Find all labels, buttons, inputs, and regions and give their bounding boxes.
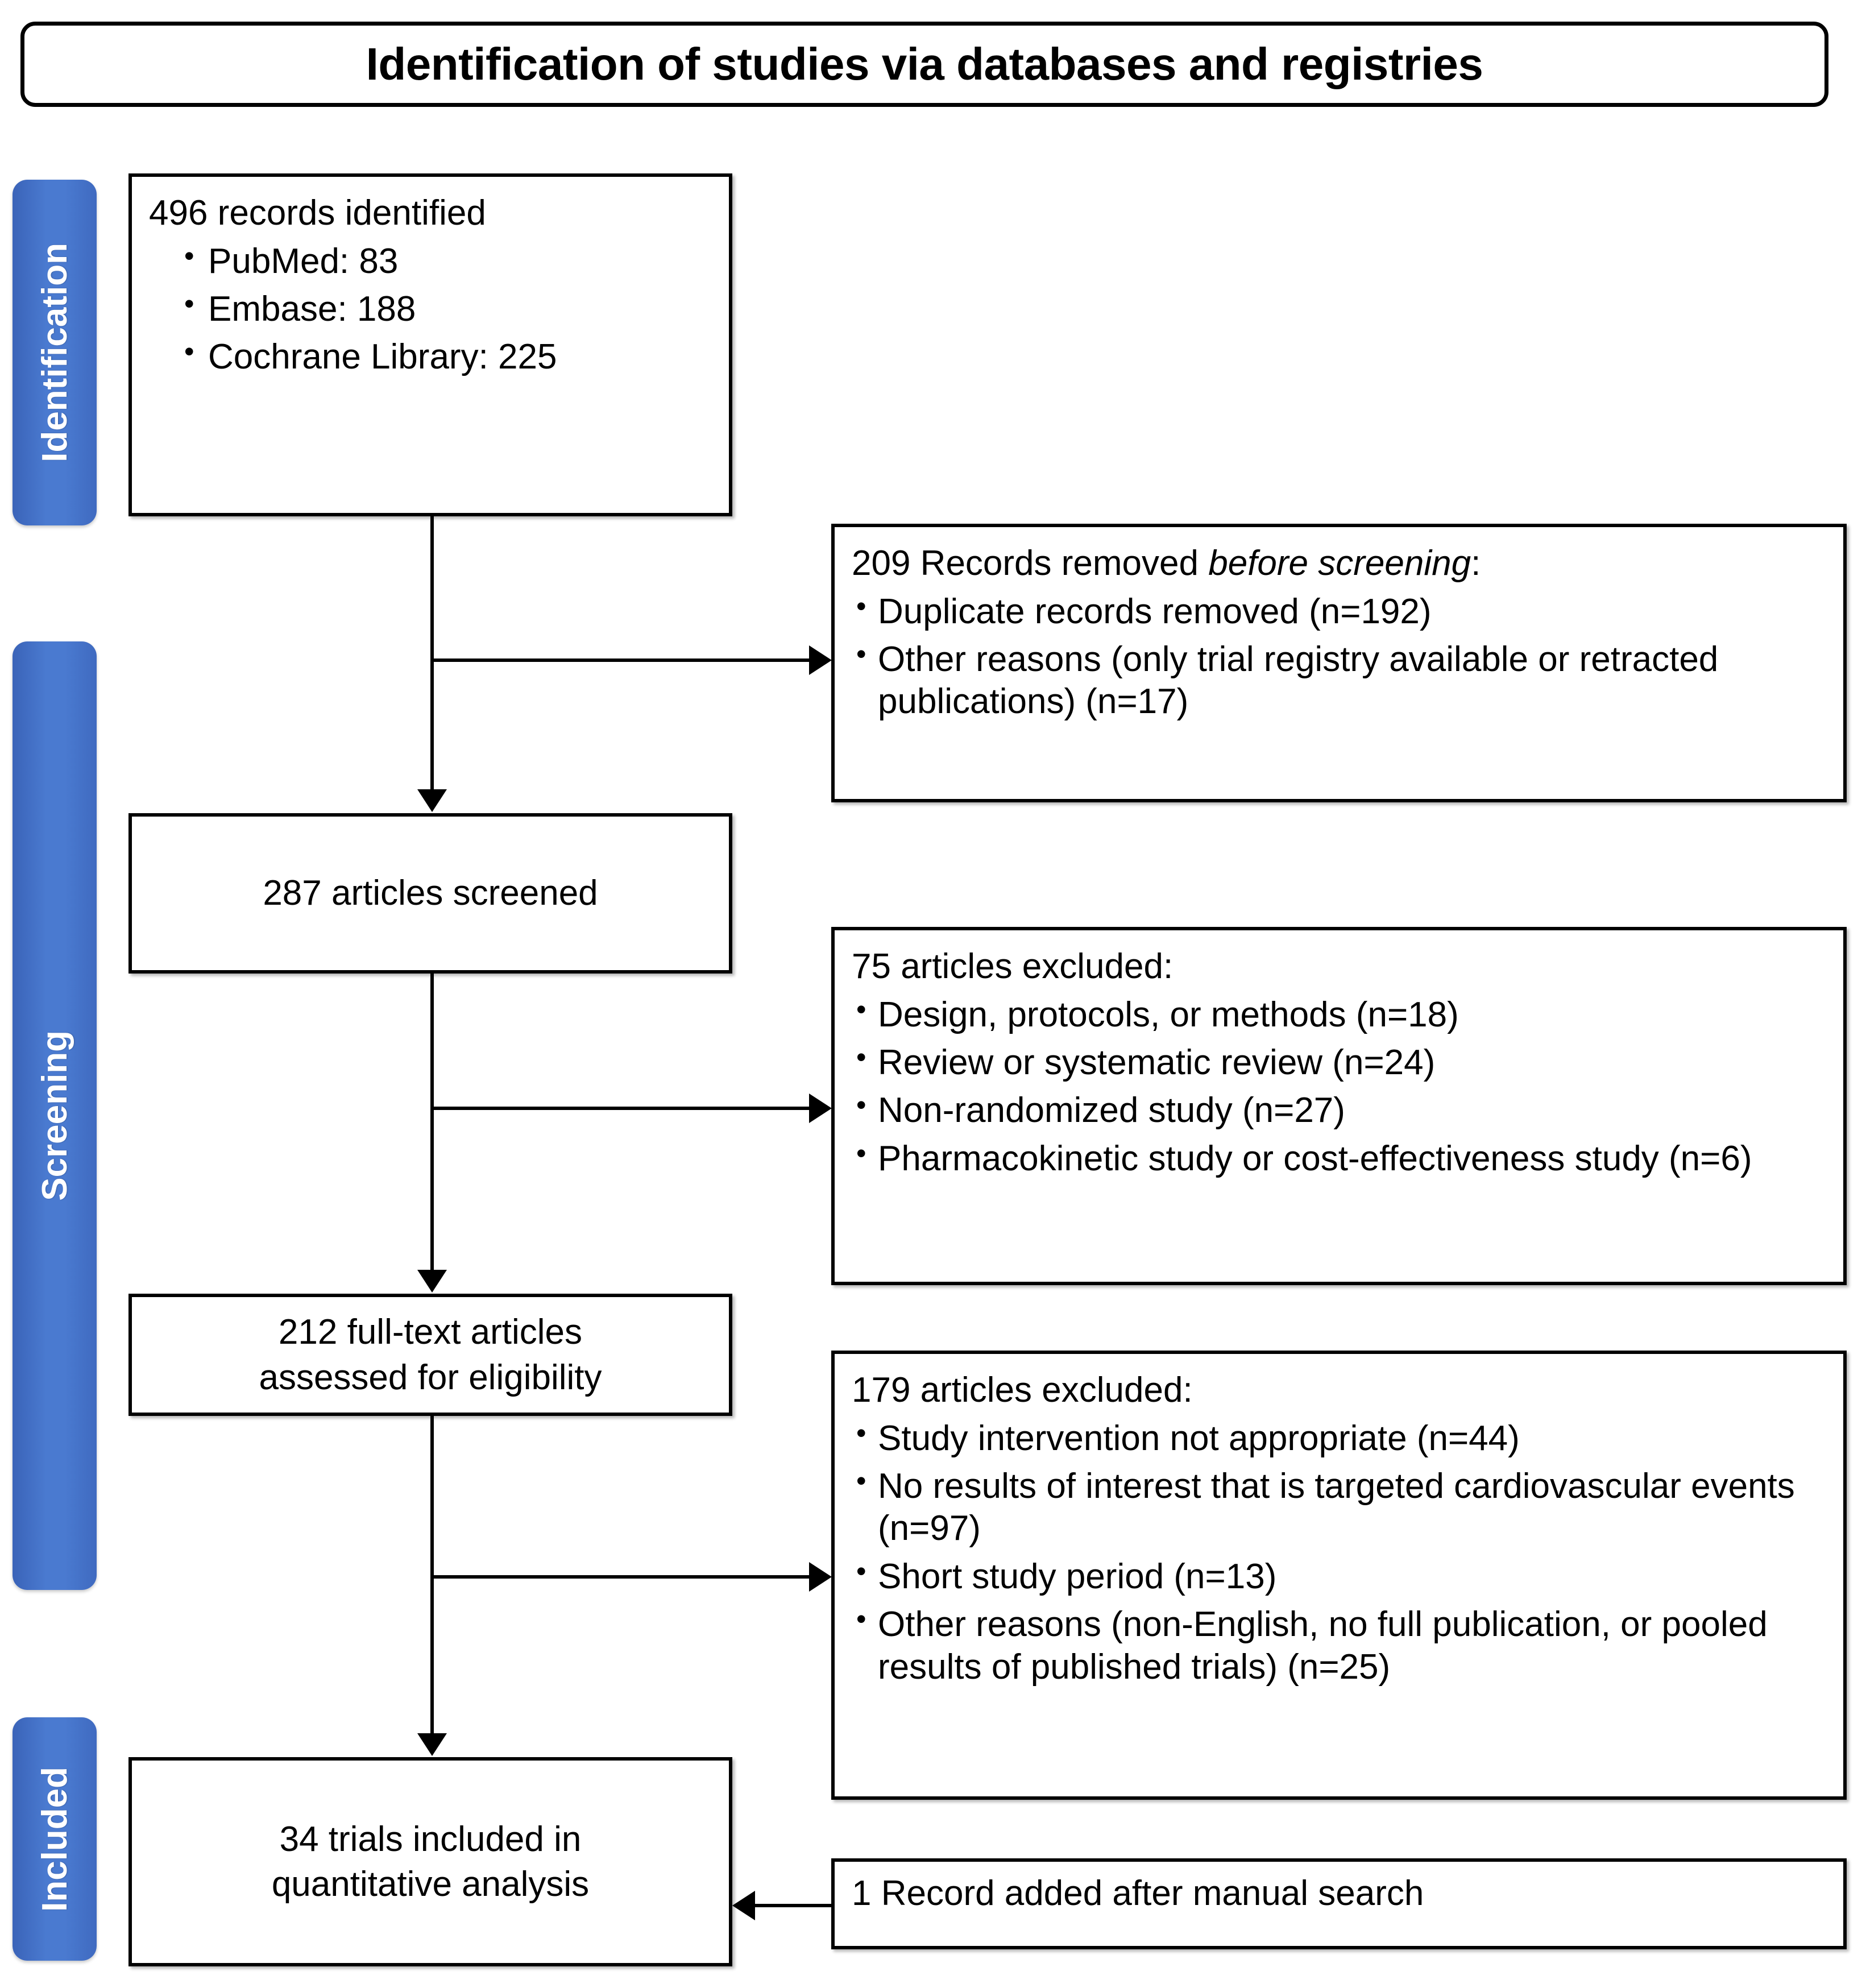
node-records-removed-lead-prefix: 209 Records removed	[852, 544, 1209, 583]
list-item: Embase: 188	[149, 287, 712, 330]
connector-screened-to-excluded	[430, 1107, 810, 1110]
list-item: Non-randomized study (n=27)	[852, 1088, 1826, 1132]
list-item: Other reasons (only trial registry avail…	[852, 637, 1826, 723]
node-records-removed-before-screening: 209 Records removed before screening: Du…	[831, 524, 1847, 802]
node-trials-included-line-1: 34 trials included in	[279, 1819, 582, 1859]
connector-fulltext-to-excluded-eligibility	[430, 1575, 810, 1579]
stage-label-included: Included	[13, 1717, 97, 1961]
arrow-left-to-included	[732, 1891, 755, 1920]
node-trials-included-text: 34 trials included in quantitative analy…	[272, 1817, 589, 1907]
node-articles-screened: 287 articles screened	[128, 813, 732, 974]
node-articles-excluded-screening-list: Design, protocols, or methods (n=18) Rev…	[852, 992, 1826, 1181]
node-trials-included-body: 34 trials included in quantitative analy…	[132, 1761, 729, 1963]
stage-label-screening: Screening	[13, 641, 97, 1590]
arrow-right-to-removed	[809, 645, 832, 675]
arrow-down-to-fulltext	[417, 1270, 447, 1293]
node-articles-excluded-eligibility: 179 articles excluded: Study interventio…	[831, 1351, 1847, 1800]
node-fulltext-line-2: assessed for eligibility	[259, 1357, 602, 1397]
arrow-down-to-included	[417, 1733, 447, 1756]
node-fulltext-assessed-text: 212 full-text articles assessed for elig…	[259, 1310, 602, 1400]
node-records-identified-body: 496 records identified PubMed: 83 Embase…	[132, 177, 729, 399]
stage-label-identification: Identification	[13, 180, 97, 525]
list-item: Pharmacokinetic study or cost-effectiven…	[852, 1136, 1826, 1180]
list-item: Short study period (n=13)	[852, 1554, 1826, 1598]
node-articles-excluded-eligibility-body: 179 articles excluded: Study interventio…	[835, 1354, 1843, 1709]
node-trials-included: 34 trials included in quantitative analy…	[128, 1757, 732, 1966]
node-articles-screened-text: 287 articles screened	[263, 873, 598, 913]
node-trials-included-line-2: quantitative analysis	[271, 1865, 590, 1904]
list-item: PubMed: 83	[149, 239, 712, 283]
node-manual-search-text: 1 Record added after manual search	[852, 1874, 1424, 1913]
list-item: Cochrane Library: 225	[149, 334, 712, 378]
stage-label-screening-text: Screening	[35, 1030, 74, 1201]
list-item: Design, protocols, or methods (n=18)	[852, 992, 1826, 1036]
stage-label-included-text: Included	[35, 1766, 74, 1912]
node-articles-excluded-screening-body: 75 articles excluded: Design, protocols,…	[835, 930, 1843, 1200]
node-records-removed-body: 209 Records removed before screening: Du…	[835, 527, 1843, 744]
node-fulltext-assessed: 212 full-text articles assessed for elig…	[128, 1294, 732, 1416]
node-records-identified-lead: 496 records identified	[149, 193, 486, 233]
page-title: Identification of studies via databases …	[366, 39, 1483, 89]
list-item: Duplicate records removed (n=192)	[852, 589, 1826, 633]
stage-label-identification-text: Identification	[35, 243, 74, 462]
node-articles-excluded-screening: 75 articles excluded: Design, protocols,…	[831, 927, 1847, 1285]
node-records-identified: 496 records identified PubMed: 83 Embase…	[128, 173, 732, 516]
node-fulltext-assessed-body: 212 full-text articles assessed for elig…	[132, 1297, 729, 1413]
arrow-right-to-excluded-eligibility	[809, 1562, 832, 1592]
list-item: No results of interest that is targeted …	[852, 1464, 1826, 1550]
connector-identified-to-removed	[430, 658, 810, 662]
node-articles-excluded-screening-lead: 75 articles excluded:	[852, 947, 1173, 986]
node-fulltext-line-1: 212 full-text articles	[278, 1312, 583, 1352]
diagram-title-banner: Identification of studies via databases …	[20, 22, 1828, 107]
connector-manual-to-included	[739, 1904, 834, 1907]
connector-screened-to-fulltext	[430, 974, 434, 1271]
node-manual-search-body: 1 Record added after manual search	[835, 1862, 1843, 1933]
node-articles-screened-body: 287 articles screened	[132, 817, 729, 970]
list-item: Study intervention not appropriate (n=44…	[852, 1416, 1826, 1460]
arrow-right-to-excluded-screening	[809, 1094, 832, 1123]
node-articles-excluded-eligibility-lead: 179 articles excluded:	[852, 1370, 1193, 1410]
node-records-identified-list: PubMed: 83 Embase: 188 Cochrane Library:…	[149, 239, 712, 379]
connector-identified-to-screened	[430, 516, 434, 790]
arrow-down-to-screened	[417, 789, 447, 812]
list-item: Other reasons (non-English, no full publ…	[852, 1602, 1826, 1688]
node-articles-excluded-eligibility-list: Study intervention not appropriate (n=44…	[852, 1416, 1826, 1688]
node-records-removed-lead-suffix: :	[1471, 544, 1481, 583]
node-records-removed-lead: 209 Records removed before screening:	[852, 542, 1826, 585]
node-records-removed-lead-italic: before screening	[1208, 544, 1471, 583]
node-manual-search-record: 1 Record added after manual search	[831, 1858, 1847, 1949]
node-records-removed-list: Duplicate records removed (n=192) Other …	[852, 589, 1826, 723]
list-item: Review or systematic review (n=24)	[852, 1040, 1826, 1084]
